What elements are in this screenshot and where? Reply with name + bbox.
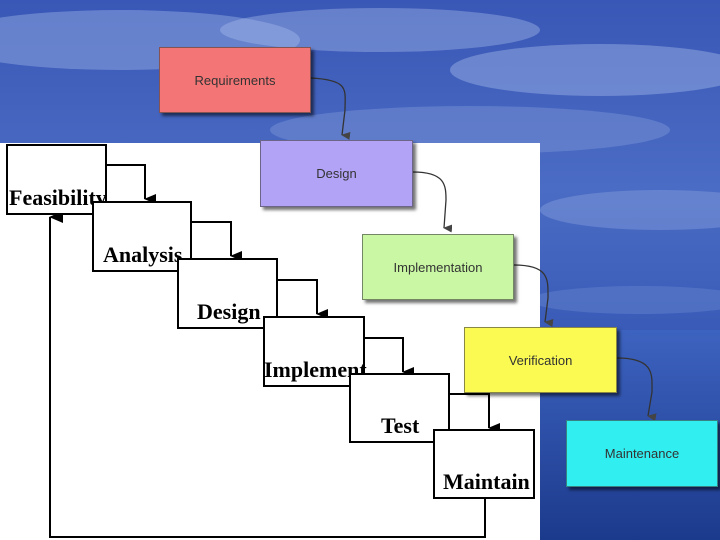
- maintenance-label: Maintenance: [604, 446, 680, 461]
- verification-box: Verification: [464, 327, 617, 393]
- maintain-label: Maintain: [443, 469, 530, 494]
- feasibility-label: Feasibility: [9, 185, 107, 210]
- implement-box: Implement: [263, 316, 367, 387]
- implementation-to-verification-arrow: [513, 264, 554, 327]
- test-label: Test: [381, 413, 420, 438]
- implementation-box: Implementation: [362, 234, 514, 300]
- requirements-to-design-arrow: [310, 77, 351, 140]
- verification-to-maintenance-arrow: [616, 357, 657, 422]
- implement-label: Implement: [264, 357, 367, 382]
- implementation-label: Implementation: [393, 259, 483, 275]
- requirements-box: Requirements: [159, 47, 311, 113]
- design-label: Design: [197, 299, 261, 324]
- analysis-label: Analysis: [103, 242, 183, 267]
- test-box: Test: [349, 373, 450, 443]
- implement-to-test-arrow: [364, 337, 414, 377]
- classic-design-label: Design: [316, 166, 357, 181]
- classic-design-box: Design: [260, 140, 413, 207]
- feasibility-to-analysis-arrow: [106, 164, 156, 204]
- verification-label: Verification: [508, 352, 573, 368]
- design-to-implementation-arrow: [412, 171, 453, 233]
- design-to-implement-arrow: [277, 279, 328, 319]
- feedback-loop-arrow: [49, 211, 486, 538]
- design-box: Design: [177, 258, 278, 329]
- analysis-box: Analysis: [92, 201, 192, 272]
- waterfall-connectors: [49, 164, 500, 538]
- maintain-box: Maintain: [433, 429, 535, 499]
- classic-connectors: [310, 77, 657, 422]
- maintenance-box: Maintenance: [566, 420, 718, 487]
- requirements-label: Requirements: [194, 72, 276, 88]
- feasibility-box: Feasibility: [6, 144, 107, 215]
- analysis-to-design-arrow: [191, 221, 242, 261]
- test-to-maintain-arrow: [448, 393, 500, 433]
